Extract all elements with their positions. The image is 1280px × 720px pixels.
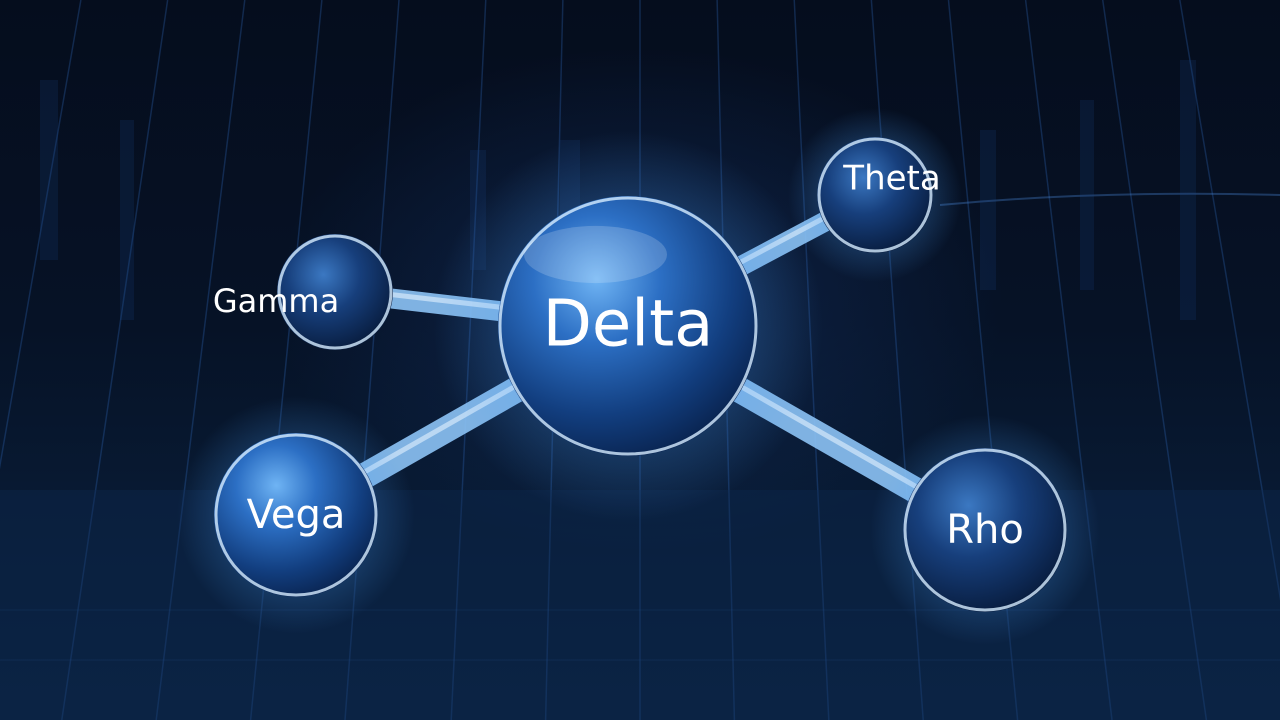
rho-label: Rho [946, 507, 1024, 553]
delta-sphere [498, 196, 758, 456]
node-theta [817, 137, 933, 253]
node-vega [214, 433, 378, 597]
background-bar [980, 130, 996, 290]
node-gamma [277, 234, 393, 350]
vega-sphere [214, 433, 378, 597]
grid-line [155, 0, 246, 720]
grid-line [1101, 0, 1208, 720]
delta-label: Delta [543, 288, 714, 362]
vega-rim [214, 433, 378, 597]
grid-line [0, 0, 82, 470]
delta-highlight [524, 225, 667, 284]
gamma-sphere [277, 234, 393, 350]
theta-label: Theta [842, 159, 940, 199]
grid-line [1179, 0, 1280, 601]
rho-sphere [903, 448, 1067, 612]
background-bar [40, 80, 58, 260]
gamma-rim [277, 234, 393, 350]
grid-line [1024, 0, 1113, 720]
background-bar [1180, 60, 1196, 320]
theta-rim [817, 137, 933, 253]
node-rho [903, 448, 1067, 612]
gamma-label: Gamma [213, 282, 339, 320]
theta-sphere [817, 137, 933, 253]
background-bar [1080, 100, 1094, 290]
node-delta [498, 196, 758, 456]
vega-label: Vega [247, 492, 346, 538]
rho-rim [903, 448, 1067, 612]
grid-line [61, 0, 169, 720]
delta-rim [498, 196, 758, 456]
glow-line [939, 192, 1280, 206]
background-bar [120, 120, 134, 320]
